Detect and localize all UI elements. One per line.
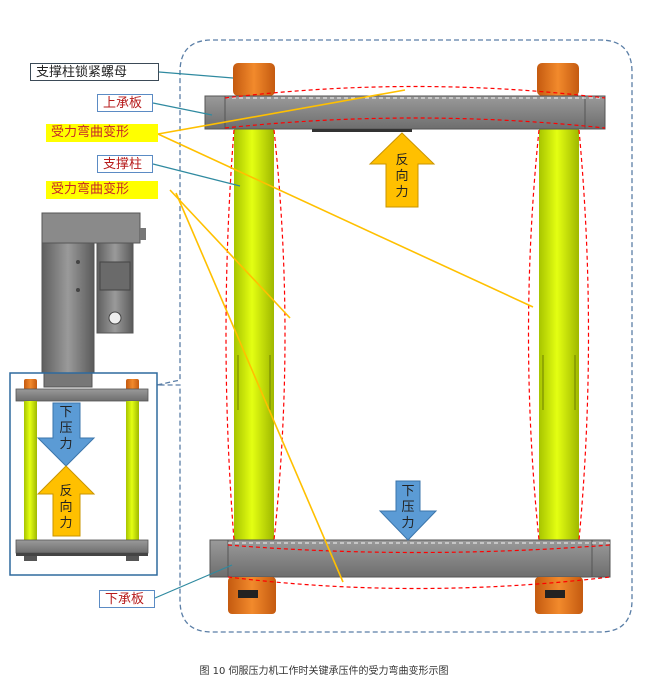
deform-curve-col-right-inner	[578, 129, 590, 541]
upper-plate	[204, 95, 606, 130]
leader-deform-2b	[175, 192, 344, 583]
small-frame-border	[9, 372, 158, 576]
deform-curve-upper-bottom	[224, 117, 606, 129]
deform-curve-upper	[224, 85, 606, 99]
motor-head	[41, 212, 141, 244]
leader-deform-1b	[157, 133, 534, 308]
leader-column	[152, 163, 241, 187]
reaction-arrow-small-text: 反向力	[59, 484, 73, 531]
leader-lower-plate	[154, 564, 233, 599]
leader-deform-2a	[169, 189, 291, 319]
small-upper-plate	[15, 388, 149, 402]
label-lower-plate: 下承板	[99, 590, 155, 608]
column-right	[539, 128, 579, 541]
deform-curve-col-left	[225, 129, 235, 541]
press-arrow-main	[378, 480, 438, 541]
deform-curve-col-left-inner	[273, 129, 286, 541]
top-nut-right	[537, 63, 579, 96]
press-arrow-small	[36, 402, 96, 467]
label-upper-plate: 上承板	[97, 94, 153, 112]
leader-upper-plate	[152, 102, 213, 116]
motor-body	[41, 242, 95, 374]
figure-caption: 图 10 伺服压力机工作时关键承压件的受力弯曲变形示图	[199, 666, 449, 677]
label-column: 支撑柱	[97, 155, 153, 173]
small-column-right	[126, 401, 139, 540]
reaction-arrow-small	[36, 465, 96, 537]
deform-curve-col-right	[527, 129, 540, 541]
deform-curve-lower-bottom	[227, 576, 611, 590]
leader-nut	[158, 71, 234, 79]
lower-plate	[209, 539, 611, 578]
label-deform-1: 受力弯曲变形	[46, 124, 158, 142]
label-nut: 支撑柱锁紧螺母	[30, 63, 159, 81]
leader-deform-1a	[157, 89, 406, 135]
reaction-arrow-main	[368, 132, 436, 208]
zoom-outline	[156, 39, 633, 633]
top-nut-left	[233, 63, 275, 96]
reaction-arrow-main-text: 反向力	[395, 153, 409, 200]
deform-curve-lower	[227, 544, 611, 554]
small-column-left	[24, 401, 37, 540]
label-deform-2: 受力弯曲变形	[46, 181, 158, 199]
press-arrow-main-text: 下压力	[401, 484, 415, 531]
press-arrow-small-text: 下压力	[59, 405, 73, 452]
column-left	[234, 128, 274, 541]
small-lower-plate	[15, 539, 149, 554]
